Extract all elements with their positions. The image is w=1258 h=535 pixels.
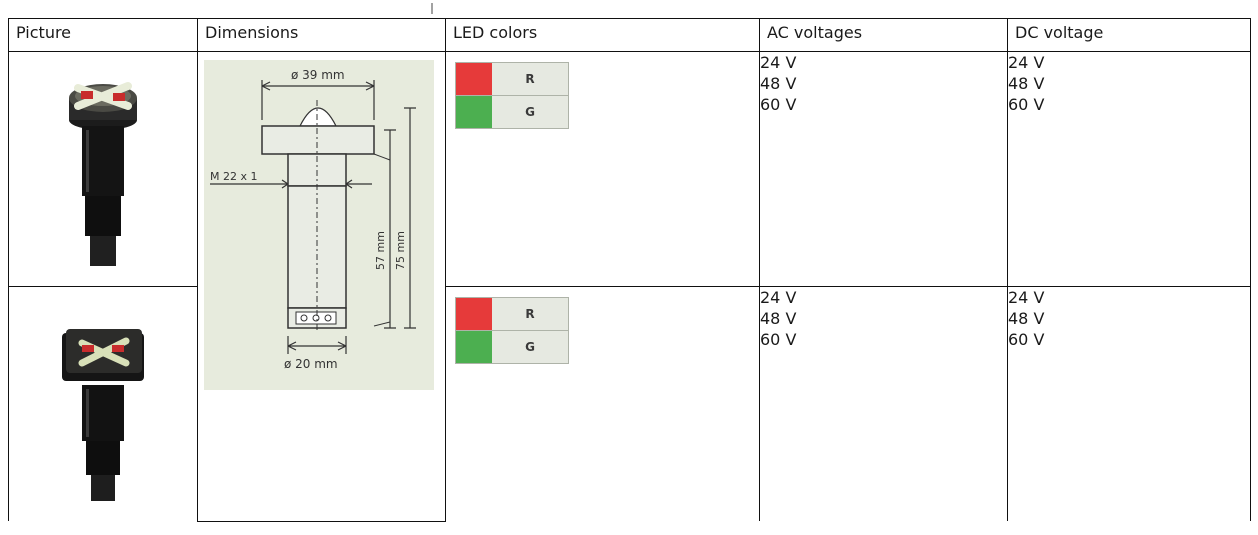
ac-voltage-list: 24 V 48 V 60 V	[760, 287, 1007, 350]
dc-voltage: 60 V	[1008, 330, 1045, 349]
dc-voltage-list: 24 V 48 V 60 V	[1008, 52, 1250, 115]
dc-voltage: 24 V	[1008, 288, 1045, 307]
ac-voltage: 48 V	[760, 309, 797, 328]
header-row: Picture Dimensions LED colors AC voltage…	[8, 18, 1251, 52]
dc-voltage: 60 V	[1008, 95, 1045, 114]
led-letter: R	[492, 63, 568, 95]
picture-cell	[8, 51, 198, 287]
ac-voltage-list: 24 V 48 V 60 V	[760, 52, 1007, 115]
picture-cell	[8, 286, 198, 521]
red-swatch	[456, 63, 492, 95]
ac-voltage: 24 V	[760, 53, 797, 72]
led-letter: G	[492, 331, 568, 363]
ac-voltage: 60 V	[760, 330, 797, 349]
ac-voltages-cell: 24 V 48 V 60 V	[759, 286, 1008, 521]
total-length-label: 75 mm	[394, 231, 407, 270]
led-row-green: G	[456, 331, 568, 363]
body-length-label: 57 mm	[374, 231, 387, 270]
led-row-green: G	[456, 96, 568, 128]
green-swatch	[456, 331, 492, 363]
dc-voltage-list: 24 V 48 V 60 V	[1008, 287, 1250, 350]
dc-voltage: 24 V	[1008, 53, 1045, 72]
led-letter: G	[492, 96, 568, 128]
led-color-swatches: R G	[455, 62, 569, 129]
led-colors-cell: R G	[445, 286, 760, 521]
round-cross-indicator-lamp-icon	[69, 82, 137, 266]
ac-voltage: 60 V	[760, 95, 797, 114]
stray-mark	[431, 0, 437, 14]
ac-voltages-cell: 24 V 48 V 60 V	[759, 51, 1008, 287]
led-row-red: R	[456, 63, 568, 96]
spec-table: Picture Dimensions LED colors AC voltage…	[8, 18, 1251, 522]
led-color-swatches: R G	[455, 297, 569, 364]
led-colors-cell: R G	[445, 51, 760, 287]
led-letter: R	[492, 298, 568, 330]
dimensions-cell: ø 39 mm M 22 x 1 57 mm 75 mm	[197, 51, 446, 522]
header-picture: Picture	[8, 18, 198, 52]
bottom-diameter-label: ø 20 mm	[284, 357, 338, 371]
table-row: ø 39 mm M 22 x 1 57 mm 75 mm	[8, 51, 1251, 522]
ac-voltage: 24 V	[760, 288, 797, 307]
table-row: R G 24 V 48 V 60 V 24 V 48 V 60 V	[8, 286, 1251, 521]
dc-voltage: 48 V	[1008, 309, 1045, 328]
thread-label: M 22 x 1	[210, 170, 258, 183]
top-diameter-label: ø 39 mm	[291, 68, 345, 82]
ac-voltage: 48 V	[760, 74, 797, 93]
header-dimensions: Dimensions	[197, 18, 446, 52]
dimension-drawing: ø 39 mm M 22 x 1 57 mm 75 mm	[204, 60, 434, 390]
dc-voltage-cell: 24 V 48 V 60 V	[1007, 51, 1251, 287]
dc-voltage: 48 V	[1008, 74, 1045, 93]
red-swatch	[456, 298, 492, 330]
header-dc-voltage: DC voltage	[1007, 18, 1251, 52]
header-ac-voltages: AC voltages	[759, 18, 1008, 52]
led-row-red: R	[456, 298, 568, 331]
green-swatch	[456, 96, 492, 128]
dc-voltage-cell: 24 V 48 V 60 V	[1007, 286, 1251, 521]
square-cross-indicator-lamp-icon	[62, 329, 144, 501]
header-led-colors: LED colors	[445, 18, 760, 52]
